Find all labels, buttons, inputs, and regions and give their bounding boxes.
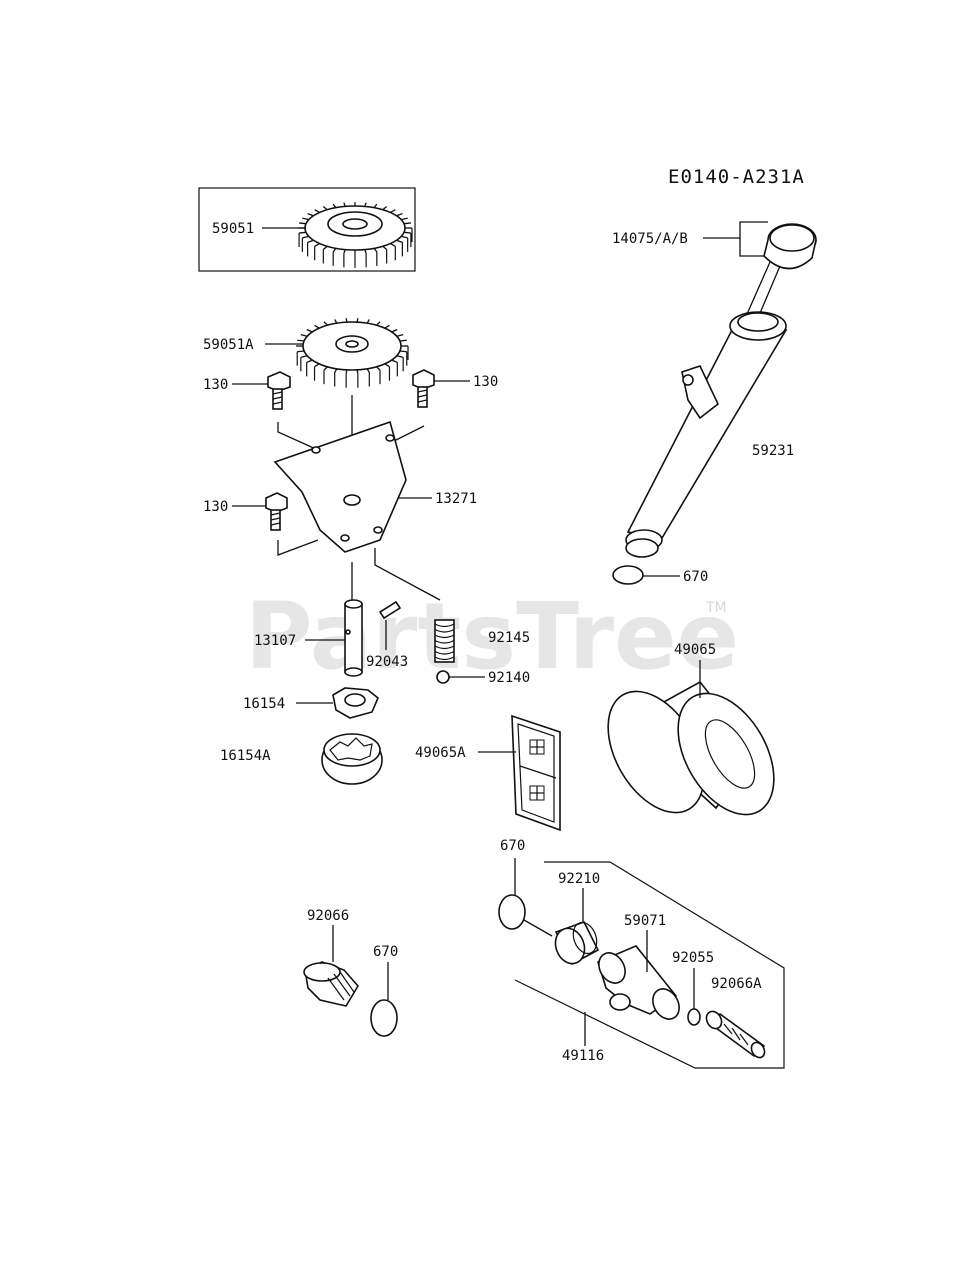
label-670-tube: 670 (683, 569, 708, 585)
part-130-bolt-lower[interactable] (232, 492, 288, 531)
label-92210: 92210 (558, 871, 600, 887)
label-14075: 14075/A/B (612, 231, 688, 247)
label-59231: 59231 (752, 443, 794, 459)
part-670-oring-middle[interactable] (498, 858, 553, 937)
label-59071: 59071 (624, 913, 666, 929)
label-92140: 92140 (488, 670, 530, 686)
part-92066-drain-plug[interactable] (303, 925, 359, 1007)
part-670-oring-tube[interactable] (612, 565, 680, 585)
label-49065: 49065 (674, 642, 716, 658)
part-92043-pin[interactable] (378, 600, 402, 650)
label-59051A: 59051A (203, 337, 254, 353)
label-59051: 59051 (212, 221, 254, 237)
label-92043: 92043 (366, 654, 408, 670)
part-49065A-strainer[interactable] (478, 714, 561, 832)
part-92145-spring[interactable] (434, 619, 455, 663)
label-670-bottom: 670 (373, 944, 398, 960)
label-130-lower: 130 (203, 499, 228, 515)
label-16154: 16154 (243, 696, 285, 712)
label-130-left: 130 (203, 377, 228, 393)
part-16154A-outer-rotor[interactable] (321, 733, 383, 785)
part-59051-gear[interactable] (198, 187, 416, 272)
part-92210-nut[interactable] (551, 888, 601, 968)
watermark: PartsTree (245, 583, 739, 690)
label-92066: 92066 (307, 908, 349, 924)
part-92055-oring[interactable] (687, 968, 701, 1026)
part-59051A-gear[interactable] (265, 318, 409, 388)
label-130-right: 130 (473, 374, 498, 390)
label-670-middle: 670 (500, 838, 525, 854)
part-49065-oil-filter[interactable] (588, 660, 793, 831)
part-59231-tube[interactable] (625, 311, 788, 558)
part-130-bolt-right[interactable] (412, 369, 470, 408)
label-49065A: 49065A (415, 745, 466, 761)
part-13107-shaft[interactable] (305, 599, 363, 677)
part-16154-inner-rotor[interactable] (296, 687, 379, 719)
group-box-49116 (514, 861, 785, 1069)
label-92145: 92145 (488, 630, 530, 646)
label-92055: 92055 (672, 950, 714, 966)
part-59071-fitting[interactable] (594, 930, 685, 1024)
part-92066A-fitting[interactable] (703, 1009, 767, 1060)
part-92140-ball[interactable] (436, 670, 485, 684)
part-670-oring-bottom[interactable] (370, 962, 398, 1037)
part-130-bolt-left[interactable] (232, 371, 291, 410)
label-92066A: 92066A (711, 976, 762, 992)
label-13107: 13107 (254, 633, 296, 649)
diagram-code: E0140-A231A (668, 166, 805, 188)
watermark-tm: TM (705, 600, 727, 616)
label-49116: 49116 (562, 1048, 604, 1064)
label-13271: 13271 (435, 491, 477, 507)
part-13271-plate[interactable] (273, 420, 432, 553)
label-16154A: 16154A (220, 748, 271, 764)
part-14075-dipstick[interactable] (703, 221, 817, 333)
